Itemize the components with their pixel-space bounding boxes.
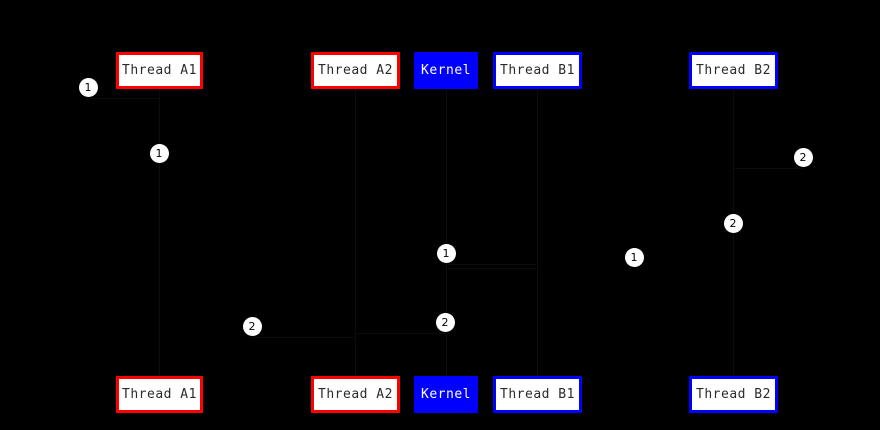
lifeline-thread-a1 [159, 89, 160, 376]
participant-thread-a2-top[interactable]: Thread A2 [311, 52, 400, 89]
message-arrow [159, 164, 160, 165]
participant-kernel-top[interactable]: Kernel [414, 52, 478, 89]
participant-label: Thread B2 [696, 63, 771, 78]
participant-label: Thread B2 [696, 387, 771, 402]
lifeline-thread-b1 [537, 89, 538, 376]
step-badge: 2 [793, 147, 813, 167]
message-arrow [252, 337, 355, 338]
lifeline-kernel [446, 89, 447, 376]
lifeline-thread-a2 [355, 89, 356, 376]
participant-label: Thread A2 [318, 387, 393, 402]
participant-thread-b2-bottom[interactable]: Thread B2 [689, 376, 778, 413]
message-arrow [446, 268, 537, 269]
participant-label: Thread A1 [122, 63, 197, 78]
step-badge: 1 [78, 77, 98, 97]
step-badge: 1 [149, 143, 169, 163]
step-badge: 2 [723, 213, 743, 233]
message-arrow [733, 168, 803, 169]
step-badge: 2 [242, 316, 262, 336]
participant-label: Kernel [421, 63, 471, 78]
participant-thread-a1-top[interactable]: Thread A1 [116, 52, 203, 89]
step-badge: 1 [624, 247, 644, 267]
participant-kernel-bottom[interactable]: Kernel [414, 376, 478, 413]
participant-label: Thread A1 [122, 387, 197, 402]
participant-thread-b1-bottom[interactable]: Thread B1 [493, 376, 582, 413]
participant-label: Thread B1 [500, 387, 575, 402]
step-badge: 2 [435, 312, 455, 332]
step-badge: 1 [436, 243, 456, 263]
message-arrow [733, 234, 734, 235]
participant-thread-b1-top[interactable]: Thread B1 [493, 52, 582, 89]
participant-label: Kernel [421, 387, 471, 402]
participant-label: Thread A2 [318, 63, 393, 78]
participant-thread-a2-bottom[interactable]: Thread A2 [311, 376, 400, 413]
message-arrow [88, 98, 159, 99]
participant-label: Thread B1 [500, 63, 575, 78]
participant-thread-b2-top[interactable]: Thread B2 [689, 52, 778, 89]
lifeline-thread-b2 [733, 89, 734, 376]
participant-thread-a1-bottom[interactable]: Thread A1 [116, 376, 203, 413]
message-arrow [355, 333, 446, 334]
message-arrow [446, 264, 537, 265]
